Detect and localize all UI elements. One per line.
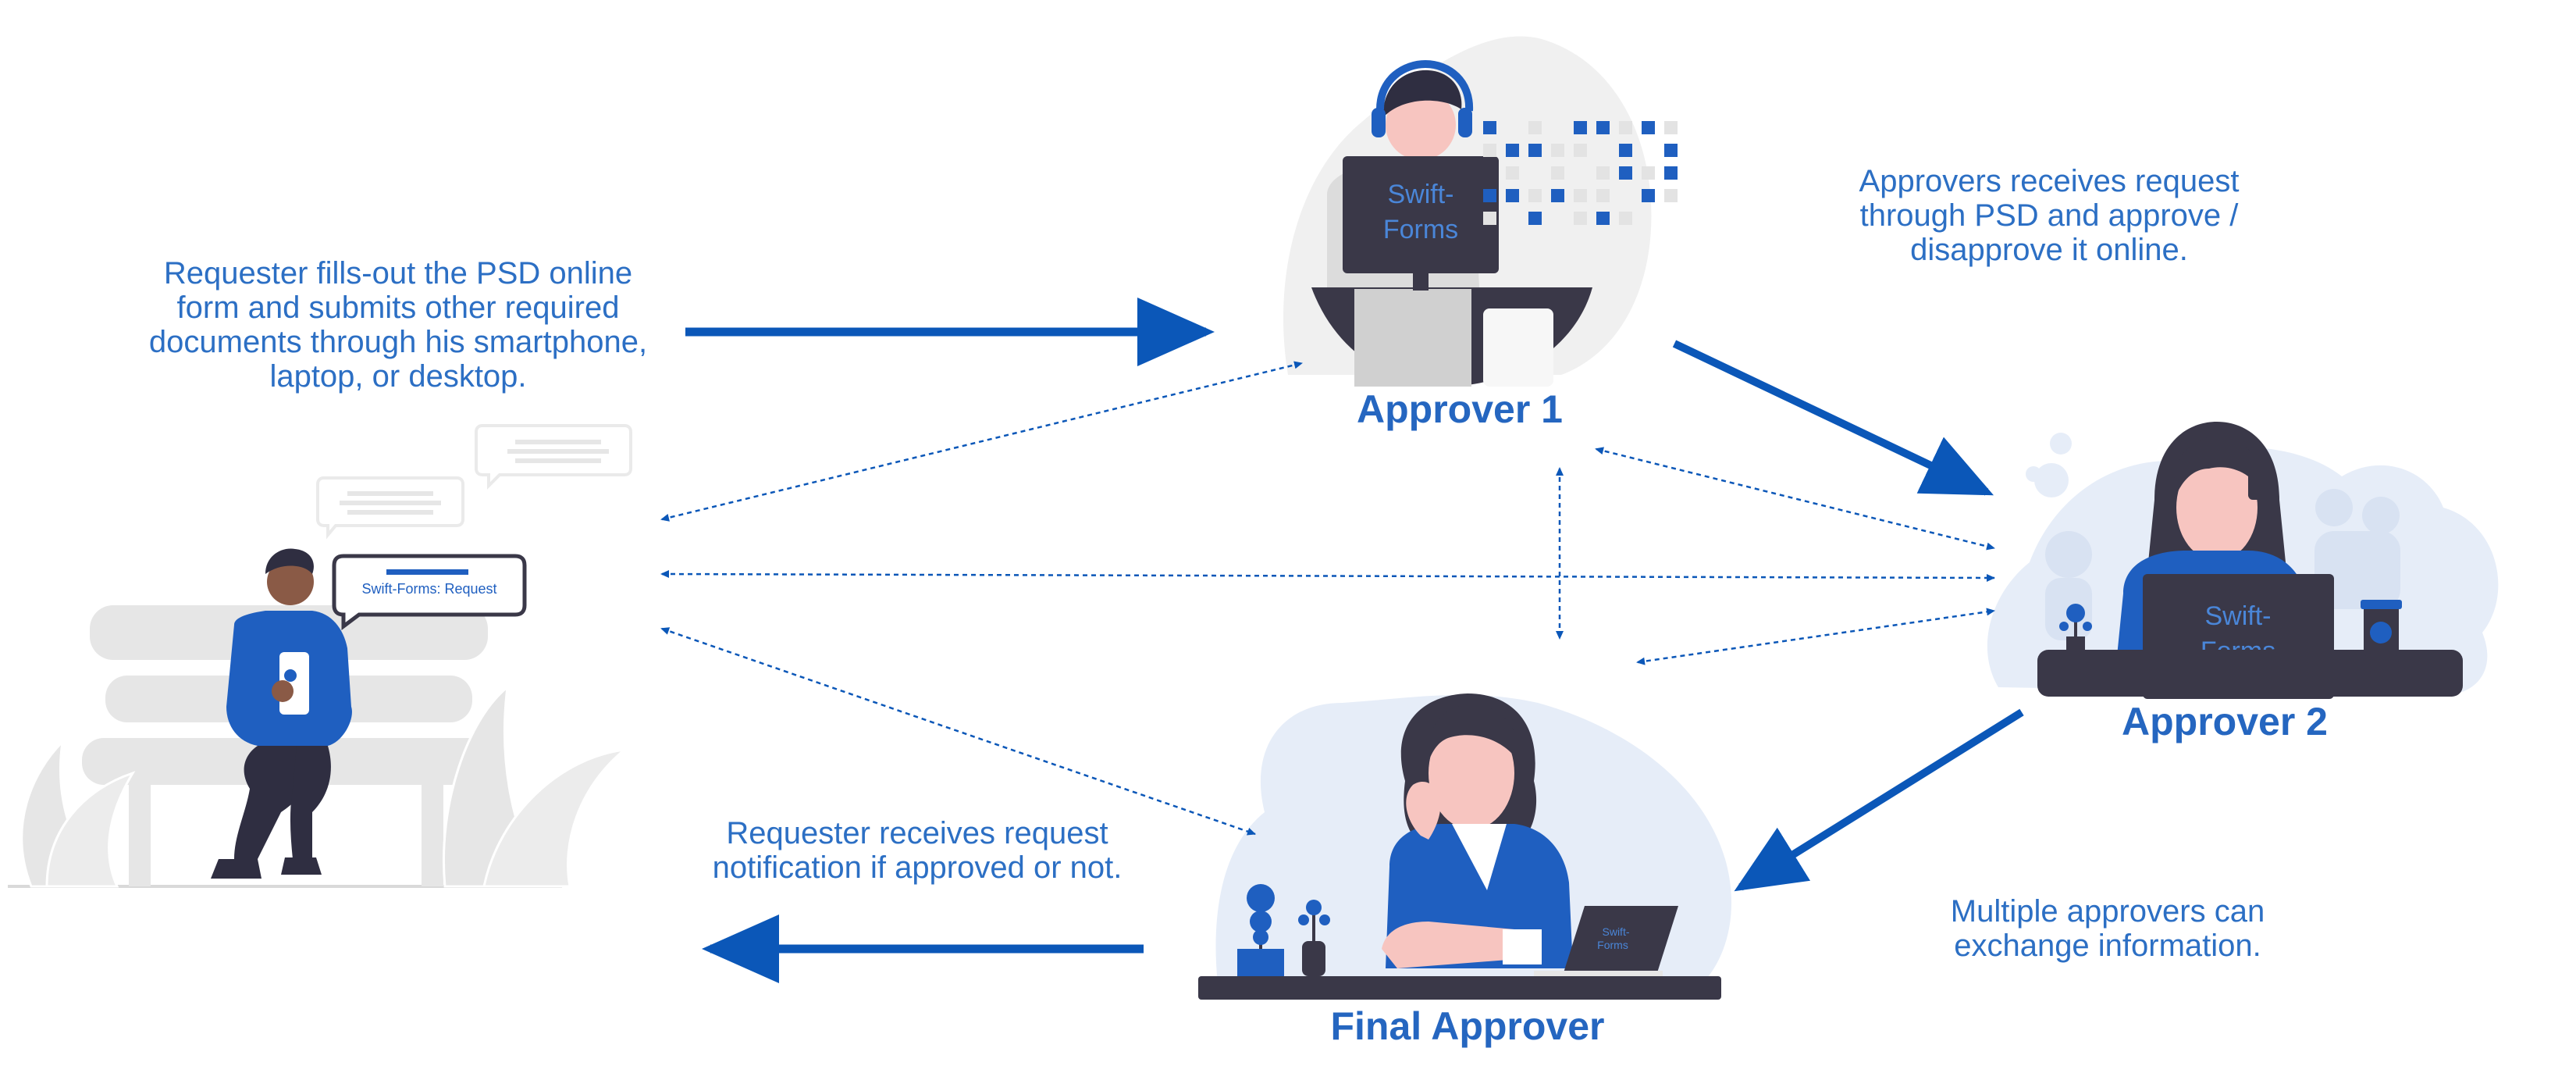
final-screen-line2: Forms <box>1597 939 1628 951</box>
faded-chat-bubbles <box>316 424 632 540</box>
dotted-requester-final <box>660 627 1256 836</box>
dotted-requester-approver1 <box>660 361 1303 522</box>
approver1-screen-line2: Forms <box>1383 215 1458 244</box>
flow-arrows <box>660 298 2024 983</box>
request-chat-bubble: Swift-Forms: Request <box>332 554 527 630</box>
approver1-title: Approver 1 <box>1357 387 1563 431</box>
approver2-illustration: Swift- Forms <box>1987 422 2499 699</box>
dotted-requester-approver2 <box>660 570 1995 582</box>
caption-requester-notified: Requester receives request notification … <box>712 816 1123 885</box>
caption-requester-submits: Requester fills-out the PSD online form … <box>148 256 648 394</box>
approver1-illustration: Swift- Forms <box>1283 36 1678 387</box>
pixel-grid-decoration <box>1483 121 1678 225</box>
dotted-final-approver2 <box>1636 608 1995 665</box>
caption-approvers-exchange: Multiple approvers can exchange informat… <box>1950 894 2265 963</box>
approver2-screen-line1: Swift- <box>2205 601 2272 631</box>
requester-illustration: Swift-Forms: Request <box>8 424 632 888</box>
arrow-approver1-to-approver2 <box>1672 340 1994 496</box>
bubble-text: Swift-Forms: Request <box>361 581 496 597</box>
final-approver-illustration: Swift- Forms <box>1198 693 1732 1000</box>
arrow-approver2-to-final <box>1734 708 2024 892</box>
approver2-title: Approver 2 <box>2122 700 2328 743</box>
caption-approvers-receive: Approvers receives request through PSD a… <box>1859 164 2240 267</box>
final-screen-line1: Swift- <box>1603 925 1630 938</box>
approver1-screen-line1: Swift- <box>1388 180 1454 209</box>
final-approver-title: Final Approver <box>1330 1004 1605 1048</box>
